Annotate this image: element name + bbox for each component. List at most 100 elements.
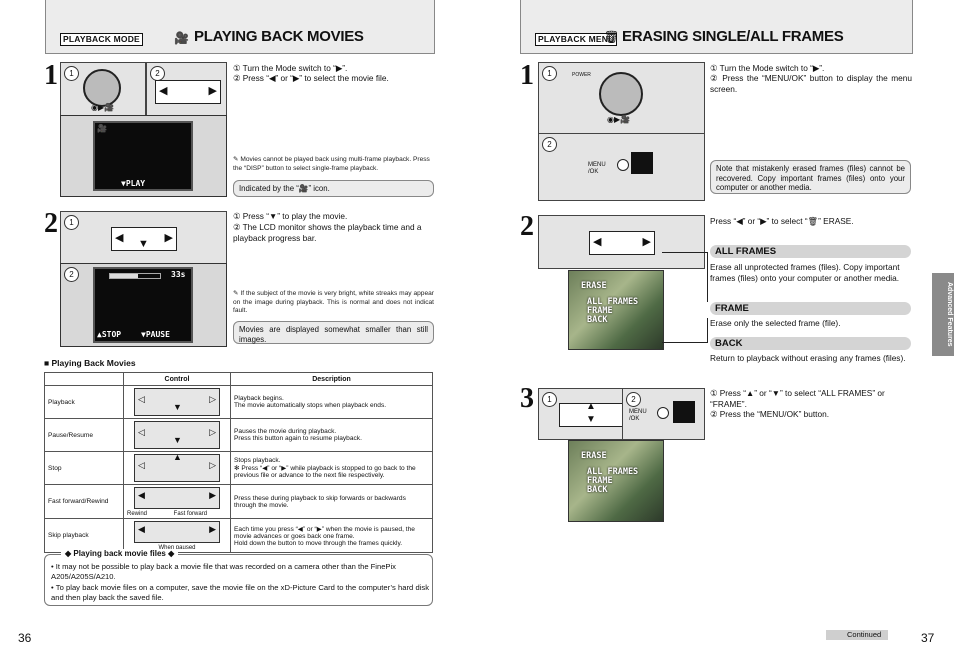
row-name: Pause/Resume (44, 418, 124, 452)
lcd-erase-title: ERASE (581, 281, 607, 291)
circle-2-icon: 2 (150, 66, 165, 81)
camera-top-illustration: 1 POWER ◉▶🎥 (538, 62, 705, 134)
arrow-pad-illustration: 2 ◀ ▶ (146, 62, 227, 116)
tips-title: ◆ Playing back movie files ◆ (61, 549, 179, 558)
pad-down-icon: ◁▷▼ (134, 421, 220, 449)
row-desc: Press these during playback to skip forw… (230, 484, 433, 519)
table-row: Skip playback ◀▶When paused Each time yo… (44, 518, 433, 553)
menu-ok-button-icon-r3 (657, 407, 669, 419)
callout-line-3 (662, 318, 708, 343)
table-header-description: Description (230, 372, 433, 386)
lcd3-frame: FRAME (587, 476, 613, 486)
table-header-control: Control (123, 372, 231, 386)
progress-track (109, 273, 161, 279)
playback-menu-tag: PLAYBACK MENU (535, 33, 618, 46)
right-step3-instr2: ② Press the “MENU/OK” button. (710, 409, 830, 419)
row-control: ◀▶When paused (123, 518, 231, 553)
row-desc-1: Playback begins. (234, 395, 284, 402)
row-name: Skip playback (44, 518, 124, 553)
row-control: ◁▷▼ (123, 418, 231, 452)
back-heading: BACK (710, 337, 911, 350)
lcd-frame: FRAME (587, 306, 613, 316)
hand-pointer-icon (631, 152, 653, 174)
circle-1-icon-b: 1 (64, 215, 79, 230)
row-control: ◀▶ Rewind Fast forward (123, 484, 231, 519)
right-step1-instr2: ② Press the “MENU/OK” button to display … (710, 73, 912, 94)
row-control: ◁▷▲ (123, 451, 231, 485)
lcd-step2-frame: 2 33s ▲STOP ▼PAUSE (60, 263, 227, 347)
row-desc-1: Pauses the movie during playback. (234, 428, 337, 435)
lcd-step2: 33s ▲STOP ▼PAUSE (93, 267, 193, 343)
arrow-pad-b: ◀ ▶ ▼ (111, 227, 177, 251)
row-name: Fast forward/Rewind (44, 484, 124, 519)
frame-heading: FRAME (710, 302, 911, 315)
arrow-pad: ◀ ▶ (155, 80, 221, 104)
hand-pointer-icon-r3 (673, 401, 695, 423)
continued-label: Continued (847, 630, 882, 639)
page-title-left: PLAYING BACK MOVIES (194, 28, 364, 45)
pad-left-right-icon: ◀▶ (134, 487, 220, 509)
memo-icon-b: ✎ (233, 290, 239, 297)
left-step2-box: Movies are displayed somewhat smaller th… (233, 321, 434, 344)
menu-ok-label: MENU /OK (588, 162, 606, 175)
camera-back-illustration: 2 MENU /OK (538, 133, 705, 201)
pad-left-right-icon: ◀▶ (134, 521, 220, 543)
row-desc: Pauses the movie during playback.Press t… (230, 418, 433, 452)
lcd3-all-frames: ALL FRAMES (587, 467, 639, 477)
menu-ok-label-r3: MENU /OK (629, 409, 647, 422)
continued-marker (826, 630, 888, 640)
lcd-all-frames: ALL FRAMES (587, 297, 639, 307)
lcd3-back: BACK (587, 485, 608, 495)
left-step1-instr1: ① Turn the Mode switch to “▶”. (233, 63, 348, 73)
row-name: Stop (44, 451, 124, 485)
circle-1-icon: 1 (64, 66, 79, 81)
memo-icon: ✎ (233, 156, 239, 163)
step-2-number-right: 2 (520, 211, 534, 242)
lcd-step1: 🎥 ▼PLAY (93, 121, 193, 191)
play-button-illustration: 1 ◀ ▶ ▼ (60, 211, 227, 264)
left-step2-instr1: ① Press “▼” to play the movie. (233, 211, 348, 221)
playback-table: Control Description Playback ◁▷▼ Playbac… (44, 372, 433, 553)
right-step2-instr: Press “◀” or “▶” to select “🗑” ERASE. (710, 216, 854, 226)
row-desc-1: Stops playback. (234, 457, 281, 464)
callout-line-1 (662, 252, 708, 302)
playback-mode-tag: PLAYBACK MODE (60, 33, 143, 46)
lcd-erase-menu-3: ERASE ALL FRAMES FRAME BACK (568, 440, 664, 522)
back-text: Return to playback without erasing any f… (710, 353, 906, 363)
left-step2-note: ✎ If the subject of the movie is very br… (233, 290, 434, 316)
tips-bullet-1: • It may not be possible to play back a … (51, 562, 396, 581)
right-header: PLAYBACK MENU 🗑 ERASING SINGLE/ALL FRAME… (520, 0, 913, 54)
table-row: Stop ◁▷▲ Stops playback.✻ Press “◀” or “… (44, 451, 433, 485)
row-desc: Playback begins.The movie automatically … (230, 385, 433, 419)
circle-1-icon-r3: 1 (542, 392, 557, 407)
arrow-pad-r: ◀ ▶ (589, 231, 655, 255)
row-desc-2: Press this button again to resume playba… (234, 435, 362, 442)
pad-down-icon: ◁▷▼ (134, 388, 220, 416)
power-label: POWER (572, 72, 591, 78)
frame-text: Erase only the selected frame (file). (710, 318, 841, 328)
table-row: Fast forward/Rewind ◀▶ Rewind Fast forwar… (44, 484, 433, 519)
row-caption: Rewind Fast forward (127, 511, 208, 517)
mode-icons-r: ◉▶🎥 (607, 115, 631, 124)
lcd-stop-label: ▲STOP (97, 330, 122, 339)
table-header-empty (44, 372, 124, 386)
right-step3-instr1: ① Press “▲” or “▼” to select “ALL FRAMES… (710, 388, 885, 409)
step-2-number: 2 (44, 208, 58, 239)
row-desc-2: The movie automatically stops when playb… (234, 402, 387, 409)
right-step1-instr1: ① Turn the Mode switch to “▶”. (710, 63, 825, 73)
row-desc: Each time you press “◀” or “▶” when the … (230, 518, 433, 553)
row-desc-2: Hold down the button to move through the… (234, 539, 403, 547)
lcd-erase-menu: ERASE ALL FRAMES FRAME BACK (568, 270, 664, 350)
circle-2-icon-r3: 2 (626, 392, 641, 407)
step-1-number: 1 (44, 60, 58, 91)
page-number-left: 36 (18, 631, 32, 645)
left-step1-indicator: Indicated by the “🎥” icon. (233, 180, 434, 197)
left-step1-instr2: ② Press “◀” or “▶” to select the movie f… (233, 73, 389, 83)
left-header: PLAYBACK MODE 🎥 PLAYING BACK MOVIES (45, 0, 435, 54)
mode-dial-illustration: 1 ◉▶🎥 (60, 62, 146, 116)
advanced-features-tab[interactable]: Advanced Features (932, 273, 954, 356)
arrow-pad-r3: ▲ ▼ (559, 401, 625, 427)
circle-1-icon-r: 1 (542, 66, 557, 81)
row-control: ◁▷▼ (123, 385, 231, 419)
left-step1-note-text: Movies cannot be played back using multi… (233, 156, 430, 172)
